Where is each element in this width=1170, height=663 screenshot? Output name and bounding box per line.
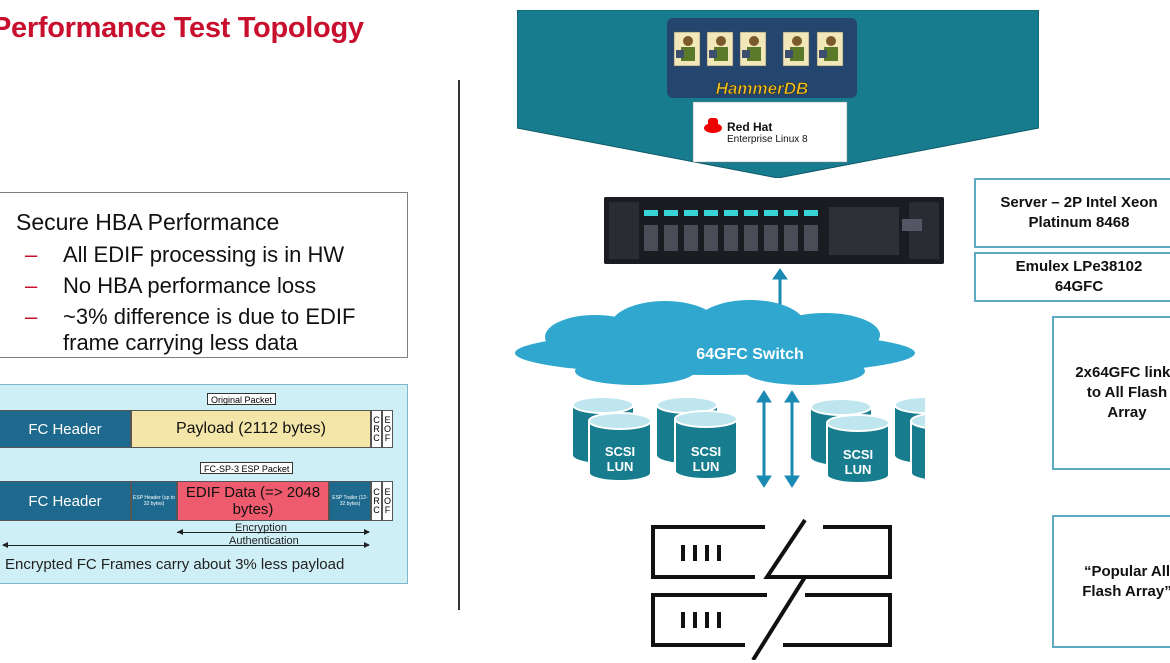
page-title: Performance Test Topology: [0, 12, 364, 44]
esp-trailer-cell: ESP Trailer (12-32 bytes): [329, 481, 371, 521]
packet-diagram: Original Packet FC Header Payload (2112 …: [0, 384, 408, 584]
switch-storage-arrows: [756, 390, 800, 488]
server-info-box: Server – 2P Intel Xeon Platinum 8468: [974, 178, 1170, 248]
svg-text:SCSI: SCSI: [605, 444, 635, 459]
topology-diagram: 64GFC Switch SCSI LUN SCSI LUN: [515, 268, 925, 660]
authentication-arrow: [3, 545, 369, 546]
user-icons: [673, 31, 844, 67]
fc-header-cell: FC Header: [0, 410, 131, 448]
svg-text:LUN: LUN: [693, 459, 720, 474]
redhat-name: Red Hat: [727, 120, 772, 134]
svg-text:LUN: LUN: [845, 462, 872, 477]
bullet-item: –All EDIF processing is in HW: [25, 242, 345, 267]
authentication-label: Authentication: [229, 535, 299, 547]
payload-cell: Payload (2112 bytes): [131, 410, 371, 448]
bullet-item: –~3% difference is due to EDIF frame car…: [25, 304, 356, 355]
lun-4-label: SCSI LUN: [926, 445, 958, 475]
links-info-box: 2x64GFC links to All Flash Array: [1052, 316, 1170, 470]
encryption-arrow: [177, 532, 369, 533]
lun-group-1: SCSI LUN: [572, 396, 652, 482]
redhat-product: Enterprise Linux 8: [727, 134, 808, 145]
svg-text:SCSI: SCSI: [691, 444, 721, 459]
lun-group-3: SCSI LUN: [810, 398, 890, 484]
svg-text:LUN: LUN: [607, 459, 634, 474]
vertical-divider: [458, 80, 460, 610]
workload-banner: HammerDB Red Hat Enterprise Linux 8: [517, 10, 1039, 178]
lun-group-2: SCSI LUN: [656, 396, 738, 480]
hba-bullet-list: –All EDIF processing is in HW –No HBA pe…: [25, 242, 393, 361]
switch-cloud-icon: [515, 300, 915, 385]
svg-text:SCSI: SCSI: [843, 447, 873, 462]
server-icon: [604, 197, 944, 264]
storage-array-icon: [651, 518, 892, 660]
bullet-item: –No HBA performance loss: [25, 273, 317, 298]
fc-header-cell: FC Header: [0, 481, 131, 521]
switch-label: 64GFC Switch: [696, 346, 804, 363]
edif-data-cell: EDIF Data (=> 2048 bytes): [177, 481, 329, 521]
encryption-label: Encryption: [235, 522, 287, 534]
packet-caption: Encrypted FC Frames carry about 3% less …: [5, 556, 345, 573]
arrowheads: [2, 529, 370, 548]
array-info-box: “Popular All Flash Array”: [1052, 515, 1170, 648]
esp-header-cell: ESP Header (up to 32 bytes): [131, 481, 177, 521]
esp-packet-label: FC-SP-3 ESP Packet: [200, 462, 294, 474]
original-packet-label: Original Packet: [207, 393, 277, 405]
hba-performance-box: Secure HBA Performance –All EDIF process…: [0, 192, 408, 358]
hba-info-box: Emulex LPe38102 64GFC: [974, 252, 1170, 302]
hba-heading: Secure HBA Performance: [16, 209, 280, 235]
hammerdb-logo: HammerDB: [716, 79, 809, 98]
